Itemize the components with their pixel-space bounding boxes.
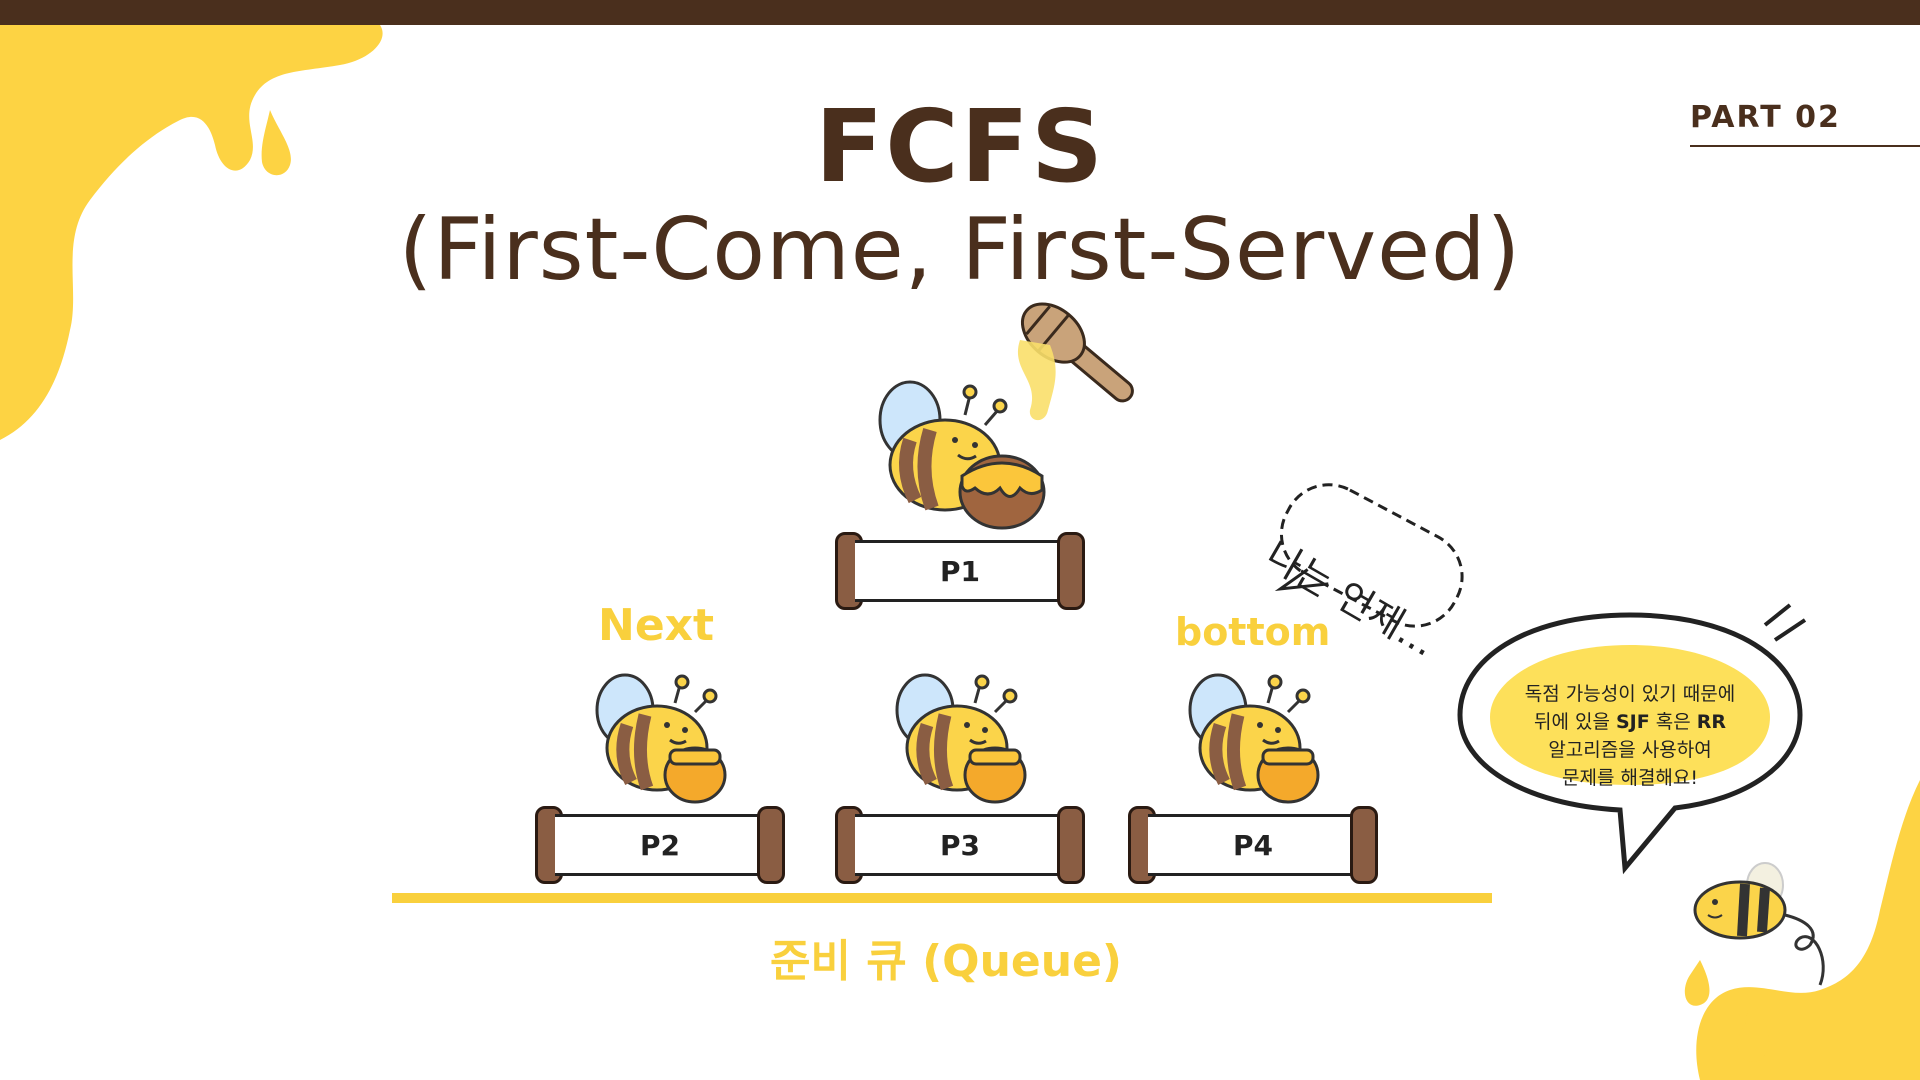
bee-icon (878, 380, 1046, 530)
part-label: PART 02 (1690, 100, 1841, 135)
page-subtitle: (First-Come, First-Served) (398, 200, 1522, 300)
info-line-1: 독점 가능성이 있기 때문에 (1524, 683, 1736, 705)
info-rr: RR (1696, 711, 1727, 733)
info-line-4: 문제를 해결해요! (1561, 767, 1699, 789)
process-label: P4 (1148, 814, 1358, 876)
scroll-roll (1057, 532, 1085, 610)
queue-label: 준비 큐 (Queue) (770, 936, 1123, 987)
bee-icon (1188, 673, 1320, 804)
info-line-2-prefix: 뒤에 있을 (1533, 711, 1616, 733)
bee-icon (1693, 862, 1825, 986)
info-line-3: 알고리즘을 사용하여 (1548, 739, 1712, 761)
part-underline (1690, 145, 1920, 147)
bee-icon (595, 673, 727, 804)
process-label: P1 (855, 540, 1065, 602)
bee-icon (895, 673, 1027, 804)
honey-dipper-icon (1017, 302, 1134, 421)
process-scroll-p2: P2 (535, 806, 785, 884)
info-bubble-icon (1457, 603, 1807, 875)
process-scroll-p1: P1 (835, 532, 1085, 610)
scroll-roll (1057, 806, 1085, 884)
bottom-label: bottom (1175, 610, 1331, 654)
page-title: FCFS (814, 88, 1106, 205)
info-line-2-mid: 혹은 (1649, 711, 1697, 733)
process-scroll-p4: P4 (1128, 806, 1378, 884)
speech-bubble-icon (1274, 483, 1464, 628)
scroll-roll (757, 806, 785, 884)
info-line-2: 뒤에 있을 SJF 혹은 RR (1480, 708, 1780, 736)
process-label: P3 (855, 814, 1065, 876)
next-label: Next (598, 600, 715, 651)
process-label: P2 (555, 814, 765, 876)
queue-line (392, 893, 1492, 903)
info-bubble-text: 독점 가능성이 있기 때문에 뒤에 있을 SJF 혹은 RR 알고리즘을 사용하… (1480, 680, 1780, 792)
scroll-roll (1350, 806, 1378, 884)
info-sjf: SJF (1615, 711, 1650, 733)
top-bar (0, 0, 1920, 25)
process-scroll-p3: P3 (835, 806, 1085, 884)
